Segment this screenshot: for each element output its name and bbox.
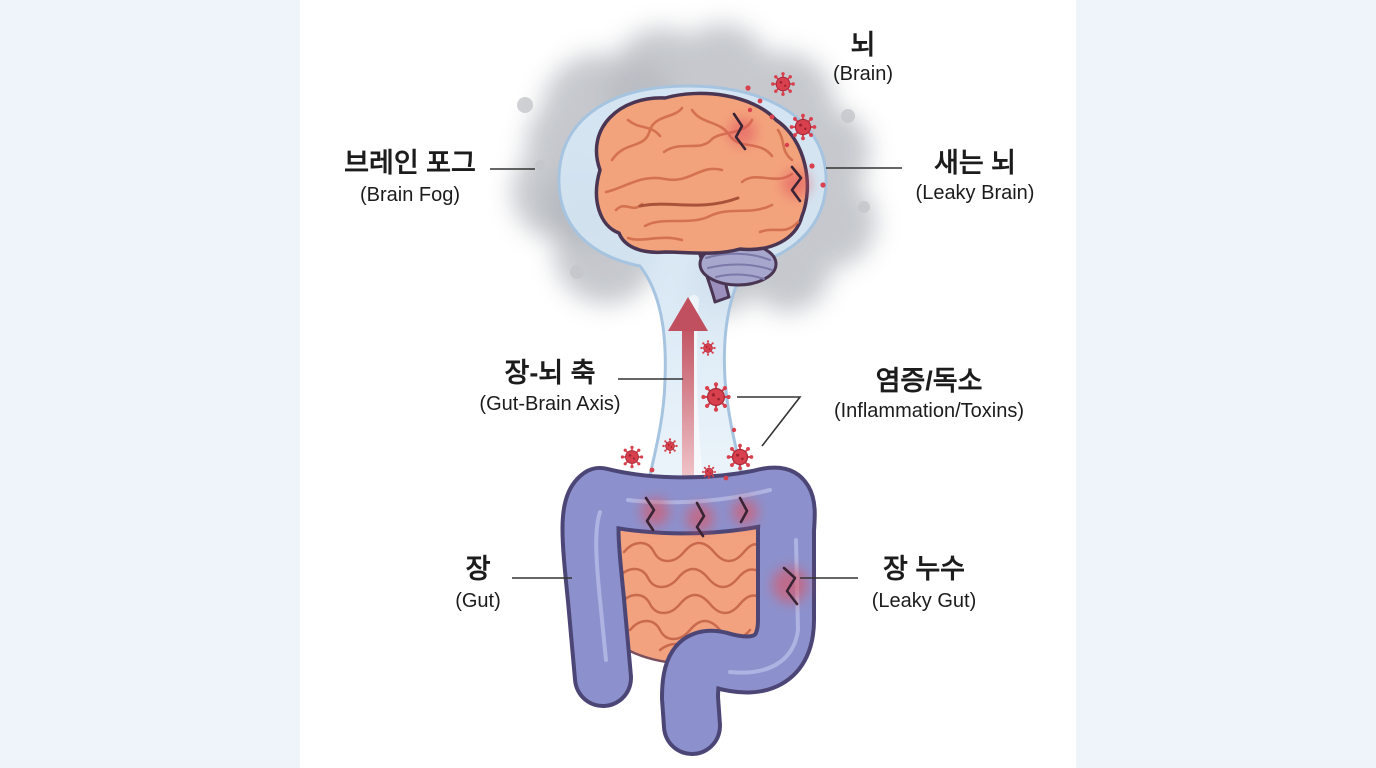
label-inflammation-ko: 염증/독소 xyxy=(876,366,983,396)
virus-particle-icon xyxy=(788,112,818,142)
label-brain-ko: 뇌 xyxy=(851,30,876,60)
gyrus-line xyxy=(626,118,662,138)
arrow-head xyxy=(668,297,708,331)
gyrus-line xyxy=(643,203,774,228)
gut-crack xyxy=(695,501,706,538)
label-gut-en: (Gut) xyxy=(455,590,501,612)
gyrus-line xyxy=(626,236,684,242)
coil-line xyxy=(622,541,768,563)
toxin-dot xyxy=(769,114,775,120)
virus-particle-icon xyxy=(770,71,796,97)
label-brain: 뇌 (Brain) xyxy=(833,30,893,85)
coil-line xyxy=(618,593,768,615)
toxin-dot xyxy=(745,85,751,91)
large-intestine xyxy=(560,465,817,756)
coil-line xyxy=(616,567,768,589)
brain-gyri xyxy=(604,106,800,242)
up-arrow-icon xyxy=(668,297,708,490)
leader-line-inflammation xyxy=(737,396,802,447)
gut-crack xyxy=(782,566,799,606)
label-leaky-brain-en: (Leaky Brain) xyxy=(916,182,1035,204)
colon-highlight xyxy=(594,488,800,675)
label-gut-brain-axis-ko: 장-뇌 축 xyxy=(504,358,595,388)
virus-particle-icon xyxy=(619,444,645,470)
intestine-icon xyxy=(560,465,817,756)
label-gut-brain-axis: 장-뇌 축 (Gut-Brain Axis) xyxy=(479,358,620,415)
label-leaky-gut: 장 누수 (Leaky Gut) xyxy=(872,554,976,612)
cerebellum-fold xyxy=(705,252,771,261)
left-margin xyxy=(0,0,300,768)
toxin-dot xyxy=(757,98,763,104)
cerebellum-fold xyxy=(715,273,765,280)
toxin-dot xyxy=(809,163,815,169)
label-gut-ko: 장 xyxy=(466,554,491,584)
right-margin xyxy=(1076,0,1376,768)
arrow-shaft xyxy=(682,322,694,490)
label-leaky-gut-en: (Leaky Gut) xyxy=(872,590,976,612)
brain-crack xyxy=(790,165,803,203)
brain-crack xyxy=(732,112,747,151)
label-brain-fog-en: (Brain Fog) xyxy=(360,184,460,206)
gut-crack xyxy=(644,496,656,532)
gyrus-line xyxy=(604,167,724,194)
fog-bubble xyxy=(517,97,533,113)
label-gut-brain-axis-en: (Gut-Brain Axis) xyxy=(479,393,620,415)
label-inflammation-toxins: 염증/독소 (Inflammation/Toxins) xyxy=(834,366,1024,422)
fog-bubble xyxy=(841,109,855,123)
virus-particle-icon xyxy=(661,437,679,455)
toxin-dot xyxy=(731,427,737,433)
virus-particle-icon xyxy=(725,442,755,472)
label-leaky-brain-ko: 새는 뇌 xyxy=(934,148,1016,178)
colon-body xyxy=(564,469,813,752)
gut-crack xyxy=(738,496,749,524)
toxin-dot xyxy=(820,182,826,188)
virus-particle-icon xyxy=(699,339,717,357)
cerebellum-fold xyxy=(707,263,773,271)
fog-bubble xyxy=(570,265,584,279)
label-leaky-brain: 새는 뇌 (Leaky Brain) xyxy=(916,148,1035,204)
lateral-sulcus xyxy=(638,196,740,208)
toxin-dot xyxy=(784,142,790,148)
toxin-dot xyxy=(747,107,753,113)
label-inflammation-en: (Inflammation/Toxins) xyxy=(834,400,1024,422)
label-brain-en: (Brain) xyxy=(833,63,893,85)
fog-bubble xyxy=(535,160,545,170)
toxin-dot xyxy=(649,467,655,473)
brain-icon xyxy=(594,91,810,304)
fog-bubble xyxy=(858,201,870,213)
gyrus-line xyxy=(776,128,794,162)
label-brain-fog-ko: 브레인 포그 xyxy=(344,148,476,178)
virus-particle-icon xyxy=(700,381,732,413)
label-brain-fog: 브레인 포그 (Brain Fog) xyxy=(344,148,476,206)
label-gut: 장 (Gut) xyxy=(455,554,501,612)
leader-lines xyxy=(490,167,902,579)
toxin-dot xyxy=(723,475,729,481)
virus-particle-icon xyxy=(701,464,717,480)
gyrus-line xyxy=(758,220,800,234)
inflammation-particles xyxy=(619,71,826,481)
label-leaky-gut-ko: 장 누수 xyxy=(883,554,965,584)
